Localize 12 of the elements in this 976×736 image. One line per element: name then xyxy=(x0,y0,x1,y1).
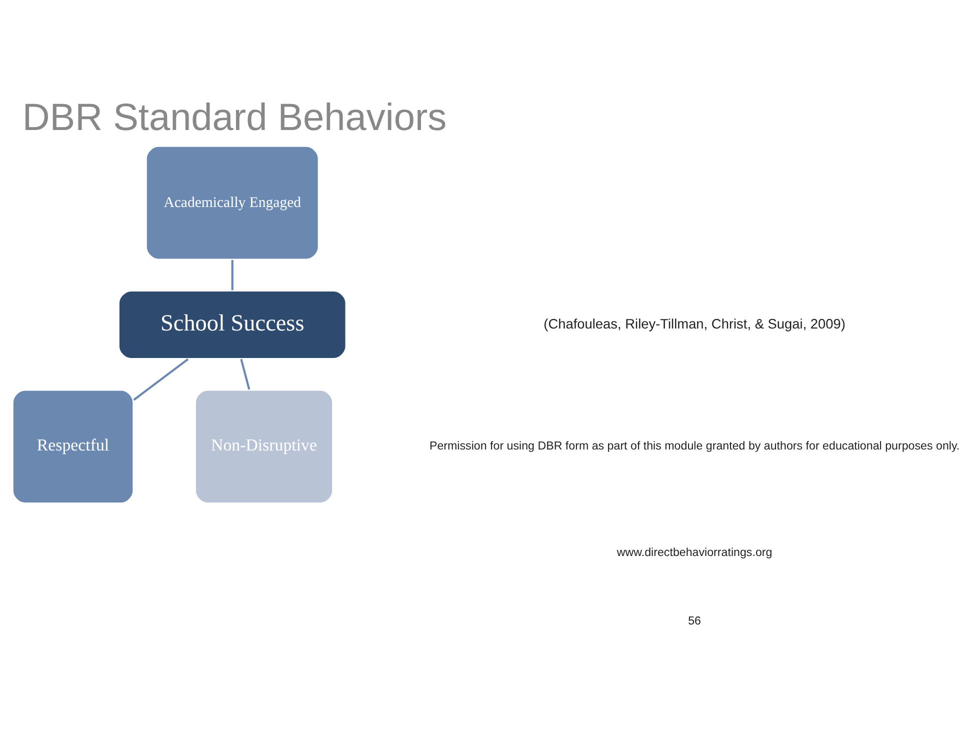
label: www.directbehaviorratings.org xyxy=(616,546,772,560)
label: (Chafouleas, Riley-Tillman, Christ, & Sugai, 2009) xyxy=(544,316,846,332)
label: 56 xyxy=(688,614,702,628)
connector xyxy=(133,358,189,401)
node-box: Respectful xyxy=(11,388,135,505)
label: Permission for using DBR form as part of this module granted by authors for educational purposes only. xyxy=(429,440,960,453)
node-box: Academically Engaged xyxy=(144,144,320,261)
diagram-title: DBR Standard Behaviors xyxy=(22,96,447,139)
connector xyxy=(231,260,234,290)
node-box: Non-Disruptive xyxy=(194,388,334,505)
node-box: School Success xyxy=(117,289,348,360)
connector xyxy=(240,358,250,390)
